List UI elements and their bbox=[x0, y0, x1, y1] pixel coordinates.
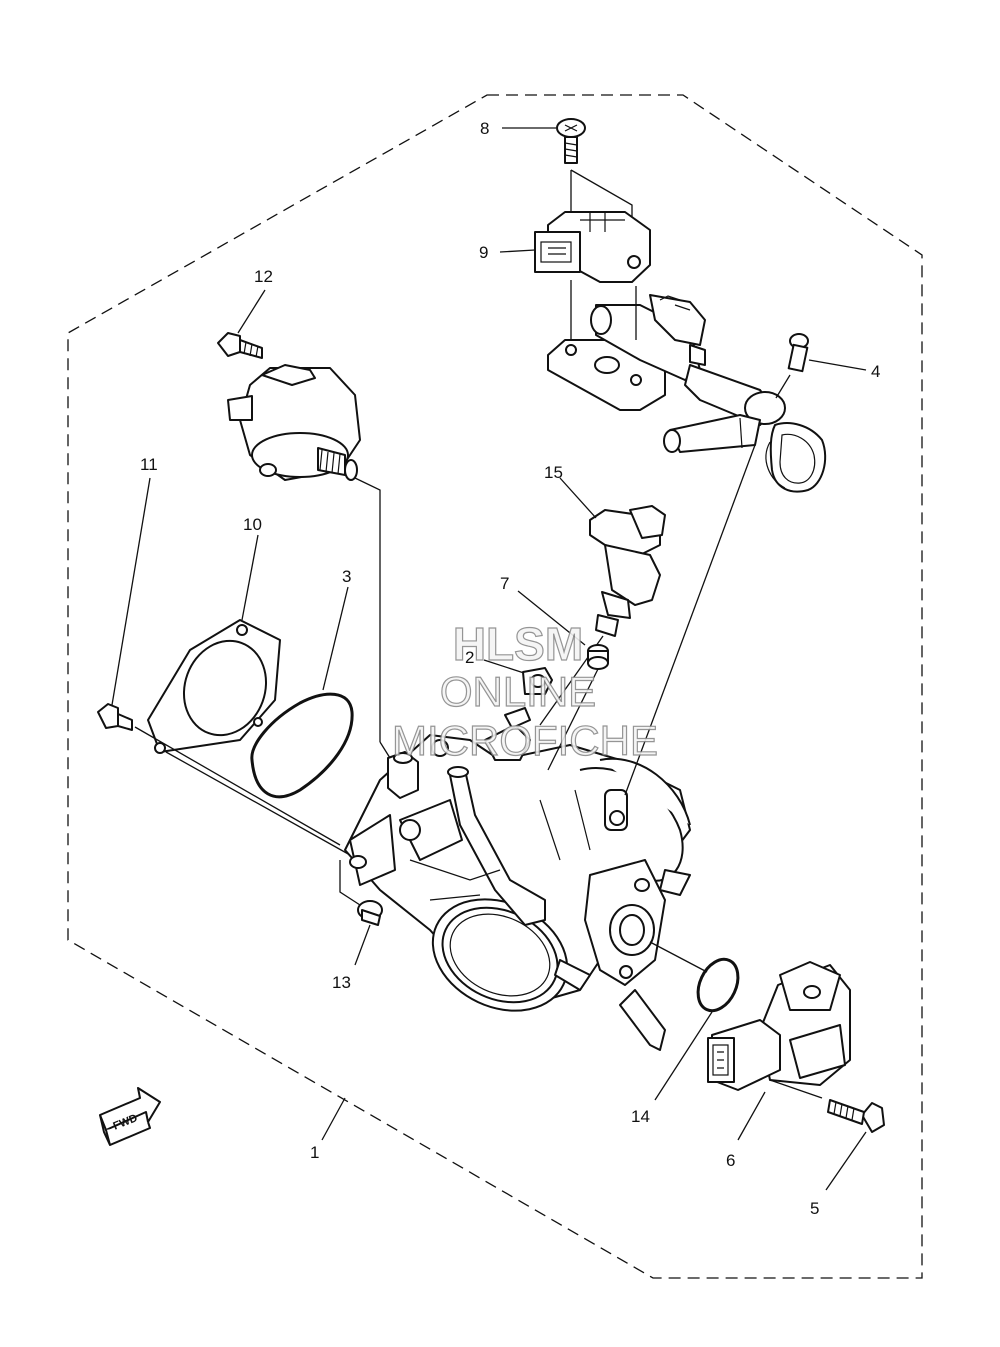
idle-air-control-valve bbox=[227, 364, 361, 481]
part-12-screw bbox=[217, 332, 263, 359]
callout-2: 2 bbox=[465, 648, 474, 667]
part-10-gasket bbox=[147, 619, 281, 754]
throttle-body bbox=[344, 707, 691, 1051]
assembly-boundary bbox=[67, 94, 923, 1279]
part-5-screw bbox=[827, 1099, 885, 1133]
callout-6: 6 bbox=[726, 1151, 735, 1170]
callout-9: 9 bbox=[479, 243, 488, 262]
part-6-throttle-position-sensor bbox=[707, 961, 851, 1091]
watermark-line-2: ONLINE bbox=[440, 668, 596, 715]
part-9-sensor bbox=[534, 211, 651, 283]
callout-15: 15 bbox=[544, 463, 563, 482]
part-4-screw bbox=[787, 333, 809, 373]
watermark-line-1: HLSM bbox=[453, 618, 583, 670]
callout-5: 5 bbox=[810, 1199, 819, 1218]
callout-4: 4 bbox=[871, 362, 880, 381]
part-14-o-ring bbox=[696, 957, 740, 1013]
callout-14: 14 bbox=[631, 1107, 650, 1126]
callout-8: 8 bbox=[480, 119, 489, 138]
part-7-seal bbox=[587, 644, 609, 670]
fwd-arrow-icon: FWD bbox=[99, 1087, 161, 1146]
callout-7: 7 bbox=[500, 574, 509, 593]
callout-11: 11 bbox=[140, 455, 158, 474]
callout-12: 12 bbox=[254, 267, 273, 286]
callout-3: 3 bbox=[342, 567, 351, 586]
fuel-rail-assembly bbox=[547, 294, 827, 493]
callout-13: 13 bbox=[332, 973, 351, 992]
watermark-line-3: MICROFICHE bbox=[392, 717, 658, 764]
part-3-o-ring bbox=[250, 692, 354, 799]
part-13-screw bbox=[357, 900, 383, 926]
part-2-nut bbox=[522, 667, 553, 695]
part-15-injector bbox=[589, 505, 666, 637]
part-8-screw bbox=[556, 118, 586, 164]
part-11-screw bbox=[97, 703, 133, 731]
callout-1: 1 bbox=[310, 1143, 319, 1162]
callout-10: 10 bbox=[243, 515, 262, 534]
